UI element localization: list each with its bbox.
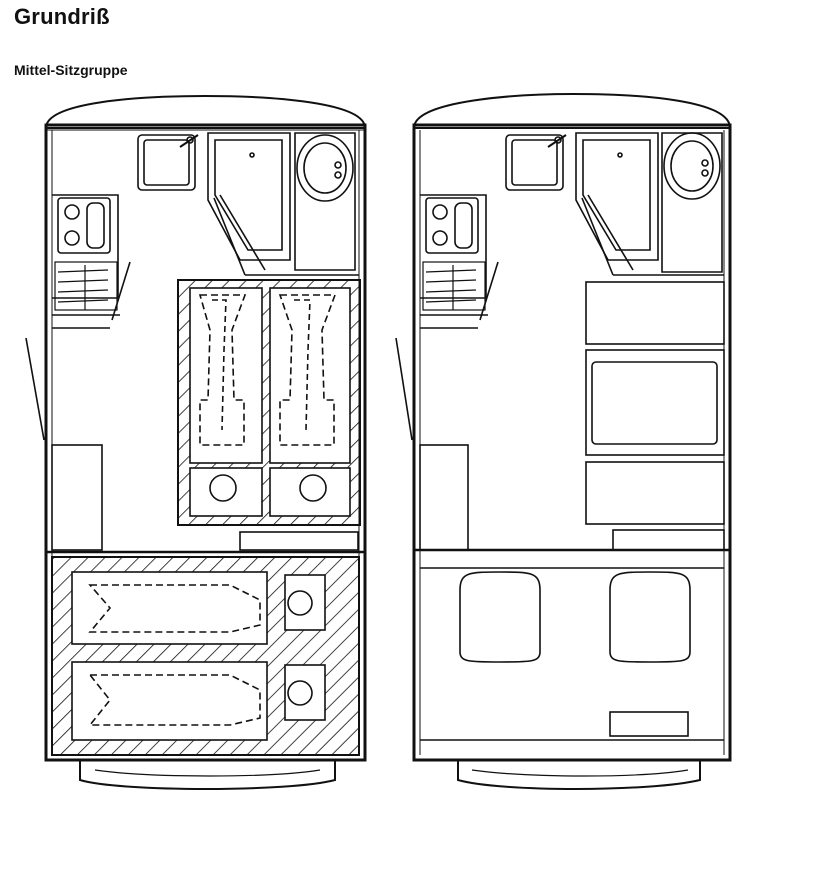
body-outline <box>44 123 367 762</box>
rear-bumper <box>79 760 336 790</box>
floor-plan-right <box>395 92 732 790</box>
rear-beds <box>46 550 365 756</box>
floor-plan-left <box>25 94 367 790</box>
fridge <box>422 261 486 311</box>
door <box>395 337 413 441</box>
rear-seating <box>414 548 730 741</box>
washbasin <box>661 132 723 273</box>
body-outline <box>412 123 732 762</box>
diagram-subtitle: Mittel-Sitzgruppe <box>14 62 128 78</box>
door <box>25 337 45 441</box>
wardrobe <box>51 444 103 551</box>
toilet <box>575 132 659 261</box>
sink <box>505 134 564 191</box>
stove <box>57 197 111 254</box>
sink <box>137 134 196 191</box>
diagram-title: Grundriß <box>14 4 110 29</box>
wardrobe <box>419 444 469 551</box>
roof-outline <box>45 94 366 129</box>
toilet <box>207 132 291 261</box>
washbasin <box>294 132 356 271</box>
roof-outline <box>413 92 731 129</box>
stove <box>425 197 479 254</box>
middle-seating <box>585 281 725 525</box>
fridge <box>54 261 118 311</box>
rear-bumper <box>457 760 701 790</box>
middle-beds <box>177 279 361 526</box>
